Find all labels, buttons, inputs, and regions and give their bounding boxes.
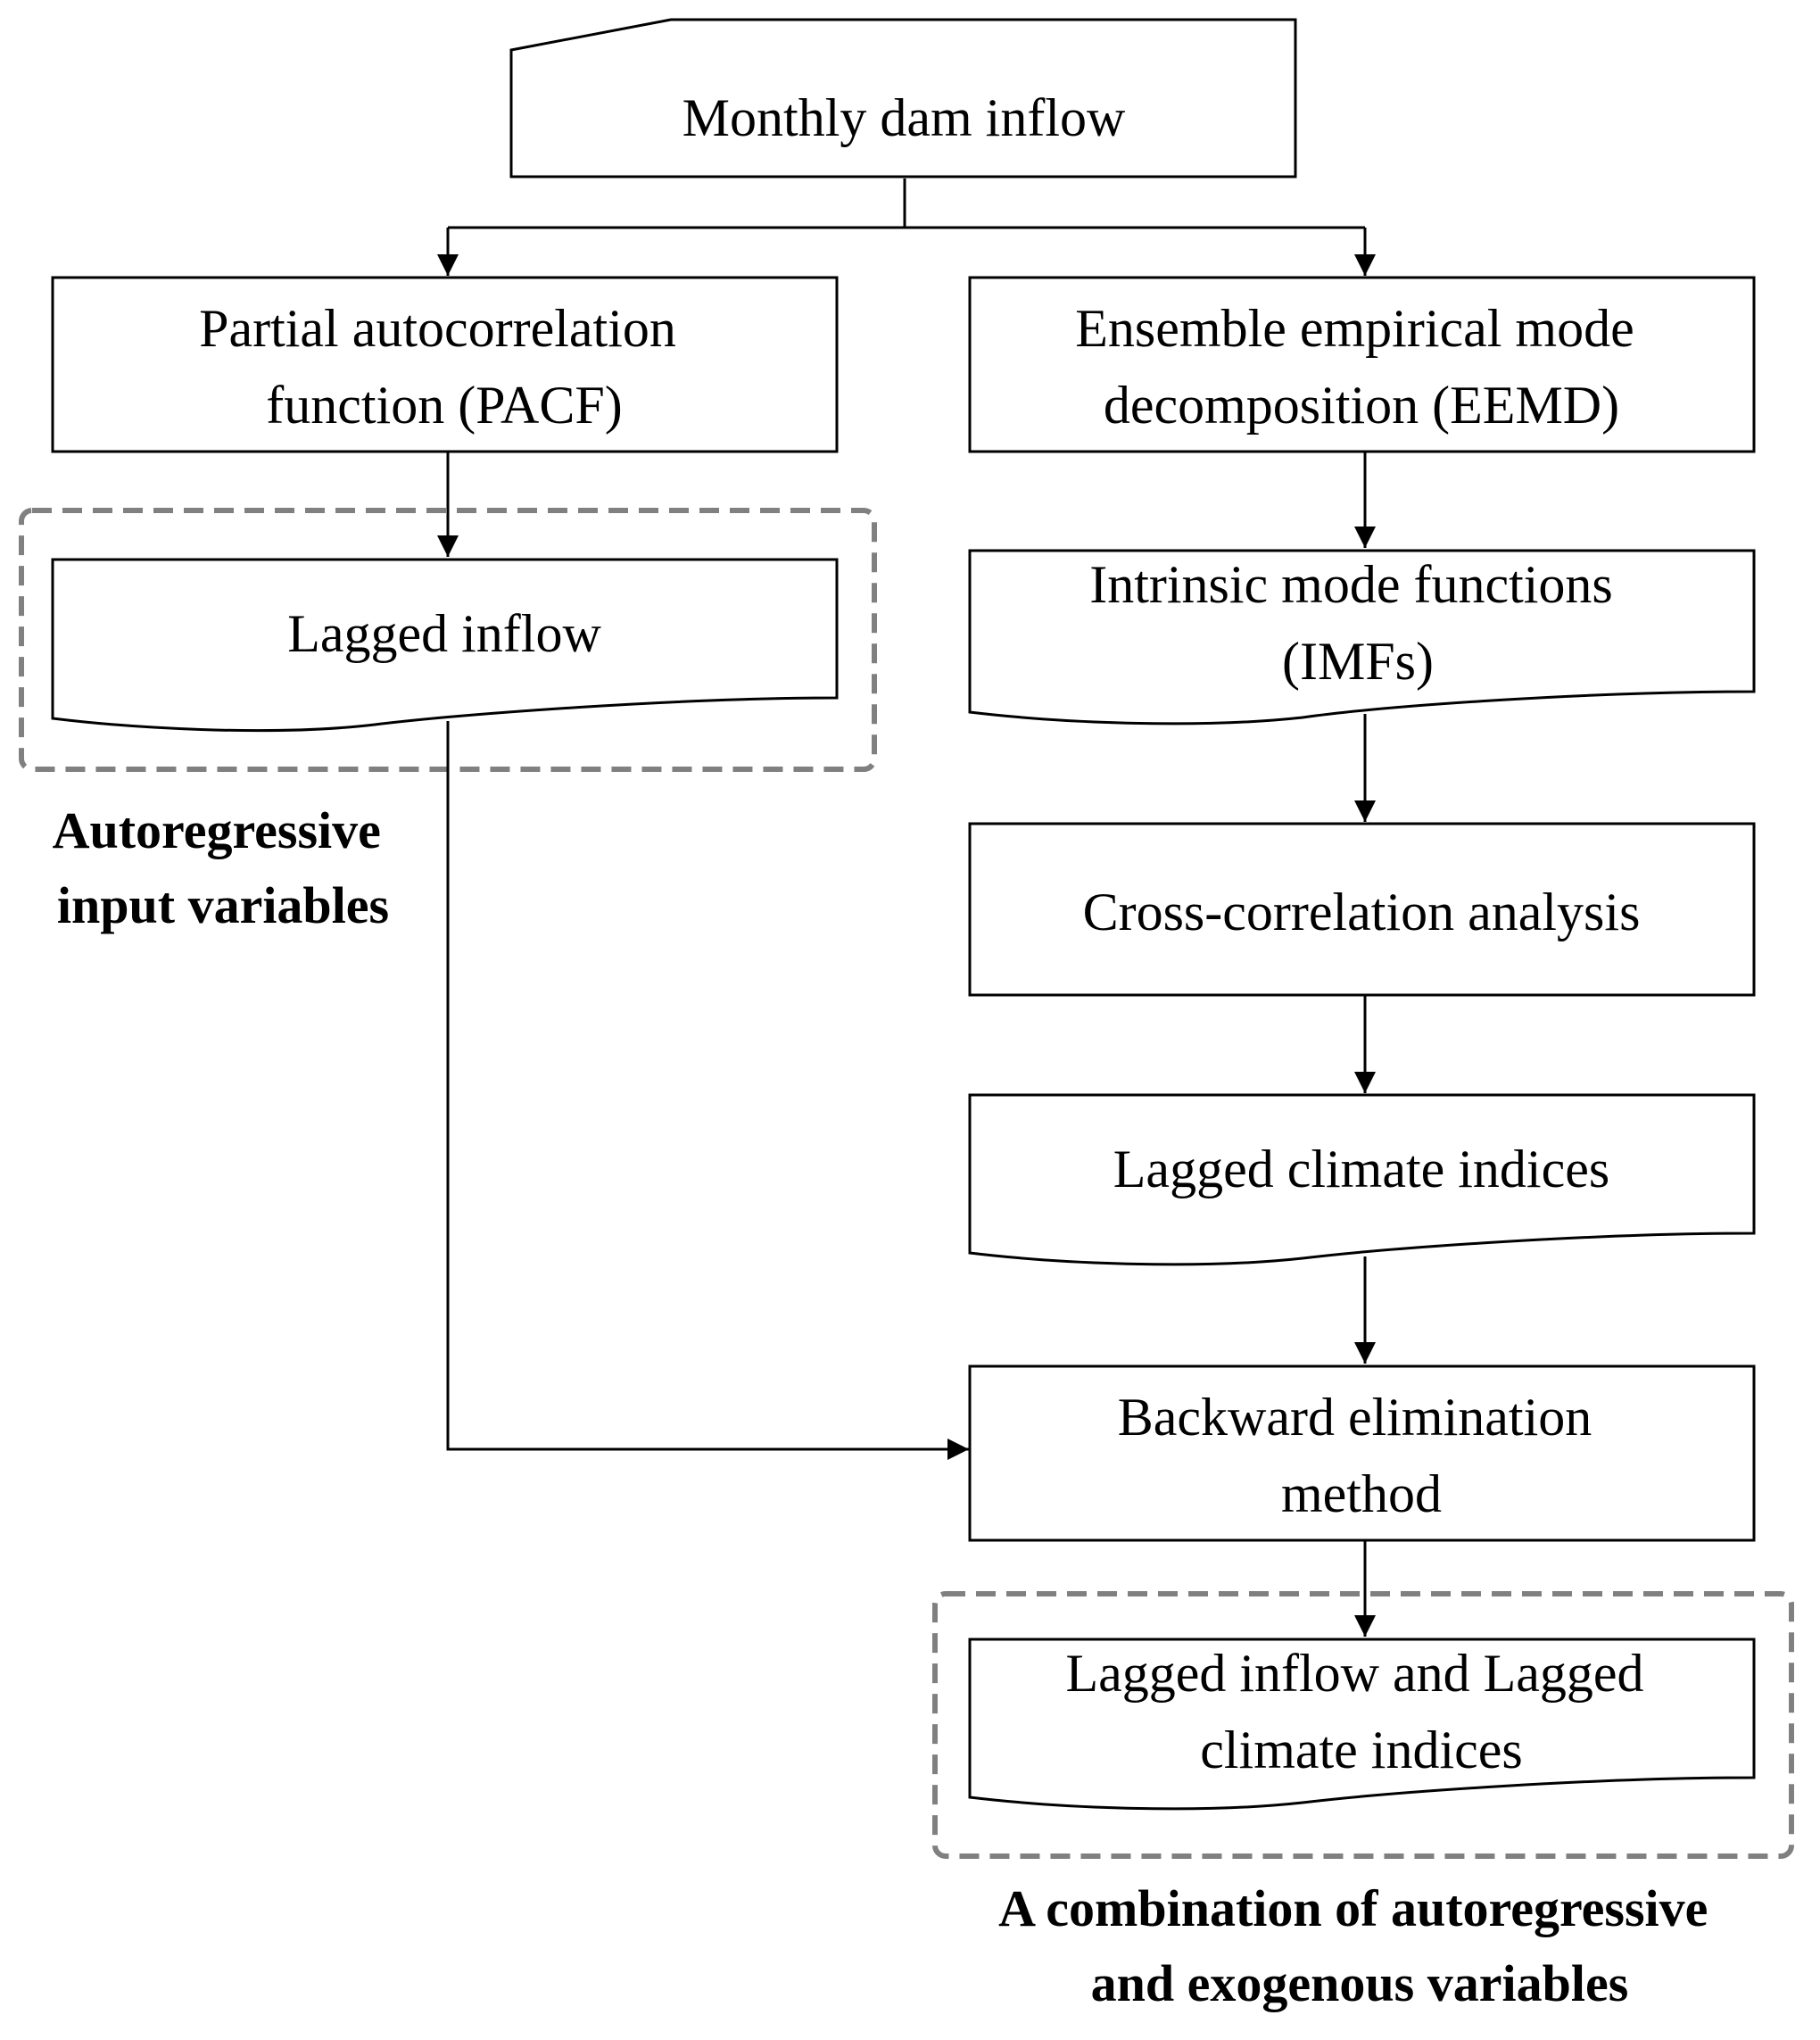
node-monthly-inflow-text: Monthly dam inflow (682, 88, 1126, 147)
svg-text:Partial autocorrelation: Partial autocorrelation function (PACF) (199, 299, 690, 435)
node-cross-correlation: Cross-correlation analysis (968, 822, 1756, 997)
node-lagged-inflow-text: Lagged inflow (287, 604, 601, 663)
node-pacf-line-2: function (PACF) (266, 376, 623, 435)
label-combination-line-2: and exogenous variables (1091, 1954, 1629, 2012)
svg-text:Ensemble empirical mode: Ensemble empirical mode decomposition (E… (1075, 299, 1647, 435)
label-combination: A combination of autoregressive and exog… (998, 1879, 1721, 2012)
node-backward-line-2: method (1281, 1464, 1442, 1523)
node-combined-line-2: climate indices (1200, 1721, 1523, 1779)
node-combined-line-1: Lagged inflow and Lagged (1065, 1644, 1643, 1703)
node-pacf-line-1: Partial autocorrelation (199, 299, 676, 358)
node-cross-correlation-text: Cross-correlation analysis (1083, 883, 1641, 941)
node-imfs: Intrinsic mode functions (IMFs) (968, 549, 1756, 726)
node-lagged-climate-text: Lagged climate indices (1113, 1140, 1609, 1198)
node-combined-output: Lagged inflow and Lagged climate indices (968, 1638, 1756, 1811)
svg-text:Lagged inflow: Lagged inflow (287, 604, 601, 663)
node-eemd: Ensemble empirical mode decomposition (E… (968, 276, 1756, 453)
svg-text:Intrinsic mode functions: Intrinsic mode functions (IMFs) (1089, 555, 1626, 691)
node-lagged-inflow: Lagged inflow (51, 558, 839, 733)
label-autoregressive-line-2: input variables (57, 876, 389, 934)
svg-text:Cross-correlation analysis: Cross-correlation analysis (1083, 883, 1641, 941)
connectors (437, 178, 1376, 1637)
svg-text:Lagged climate indices: Lagged climate indices (1113, 1140, 1609, 1198)
svg-text:Backward elimination met: Backward elimination method (1118, 1388, 1606, 1523)
arrow-lagged-inflow-to-backward (446, 721, 969, 1460)
node-eemd-line-1: Ensemble empirical mode (1075, 299, 1634, 358)
node-eemd-line-2: decomposition (EEMD) (1104, 376, 1619, 435)
node-lagged-climate: Lagged climate indices (968, 1093, 1756, 1266)
node-backward-elimination: Backward elimination method (968, 1364, 1756, 1542)
combination-group-border (932, 1591, 1794, 1859)
node-imfs-line-1: Intrinsic mode functions (1089, 555, 1613, 614)
svg-text:Monthly dam inflow: Monthly dam inflow (682, 88, 1126, 147)
svg-text:Lagged inflow and Lagged: Lagged inflow and Lagged climate indices (1065, 1644, 1657, 1779)
label-autoregressive: Autoregressive input variables (53, 801, 394, 934)
node-imfs-line-2: (IMFs) (1282, 632, 1434, 691)
node-backward-line-1: Backward elimination (1118, 1388, 1592, 1447)
label-autoregressive-line-1: Autoregressive (53, 801, 381, 859)
label-combination-line-1: A combination of autoregressive (998, 1879, 1708, 1937)
node-monthly-inflow: Monthly dam inflow (509, 18, 1297, 178)
node-pacf: Partial autocorrelation function (PACF) (51, 276, 839, 453)
